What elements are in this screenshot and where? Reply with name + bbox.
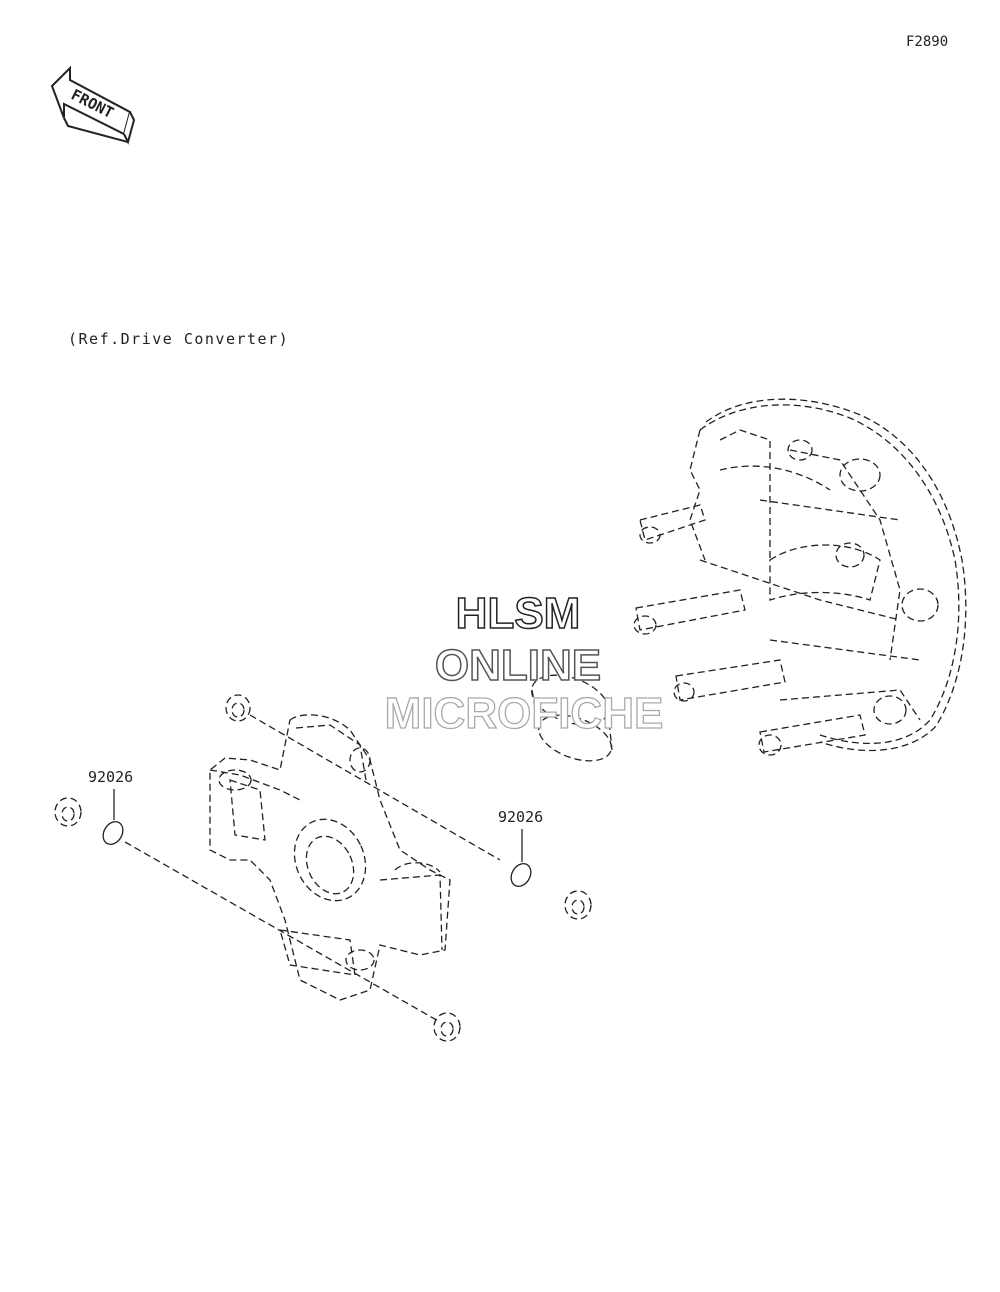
alignment-lines <box>124 714 501 1023</box>
callout-left-part-number: 92026 <box>88 768 133 786</box>
mount-bracket <box>209 714 451 1001</box>
nut-left <box>54 797 82 827</box>
watermark-line-3: MICROFICHE <box>385 689 664 738</box>
nut-right <box>564 890 592 920</box>
collar-part <box>531 674 613 762</box>
front-arrow-icon: FRONT <box>50 65 136 145</box>
callout-right: 92026 <box>498 808 543 862</box>
watermark: HLSM ONLINE MICROFICHE <box>384 588 664 738</box>
figure-code: F2890 <box>906 34 948 50</box>
nut-bottom <box>433 1012 461 1042</box>
callout-left: 92026 <box>88 768 133 820</box>
o-ring-left <box>102 821 124 845</box>
drive-converter-housing <box>633 398 967 756</box>
callout-right-part-number: 92026 <box>498 808 543 826</box>
nut-top <box>225 694 251 722</box>
o-ring-right <box>510 863 532 887</box>
watermark-line-1: HLSM <box>456 589 581 638</box>
reference-note: (Ref.Drive Converter) <box>68 330 289 348</box>
watermark-line-2: ONLINE <box>435 641 601 690</box>
